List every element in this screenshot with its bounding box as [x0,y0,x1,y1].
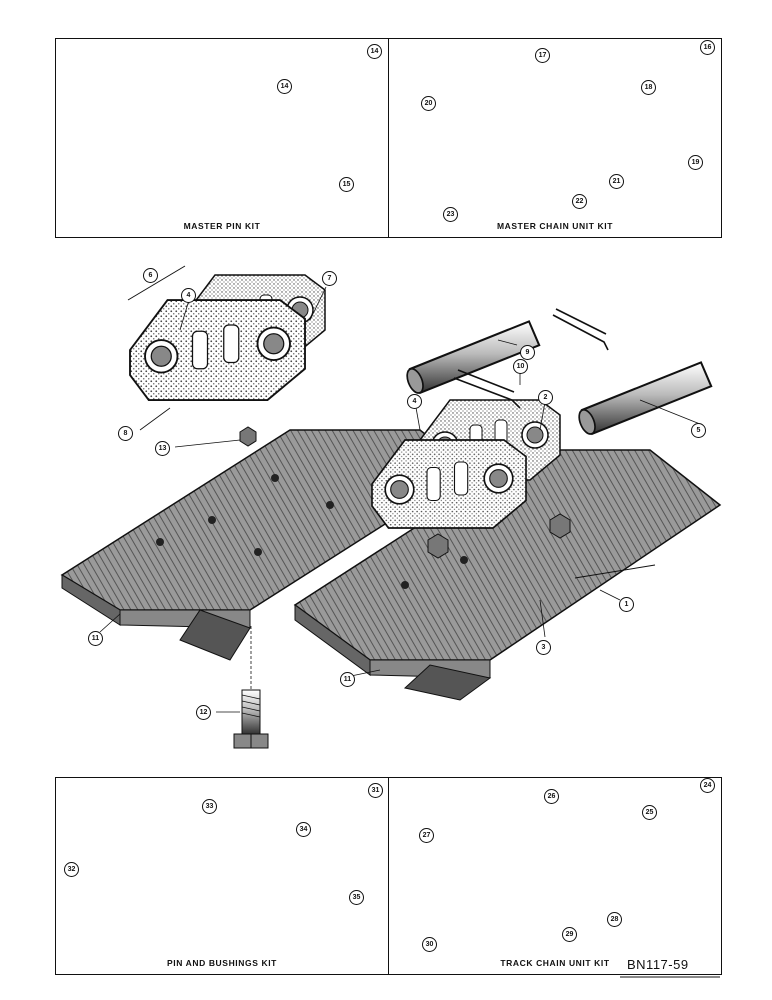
callout-4-lower: 4 [407,394,422,409]
callout-19: 19 [688,155,703,170]
main-assembly-art [60,265,722,749]
callout-4-upper: 4 [181,288,196,303]
callout-9: 9 [520,345,535,360]
callout-20: 20 [421,96,436,111]
callout-2: 2 [538,390,553,405]
callout-35: 35 [349,890,364,905]
callout-master-pin-kit: 14 [367,44,382,59]
pin-bushings-kit-caption: PIN AND BUSHINGS KIT [167,958,277,968]
callout-master-pin-cotter: 15 [339,177,354,192]
callout-34: 34 [296,822,311,837]
callout-track-chain-kit: 24 [700,778,715,793]
callout-33: 33 [202,799,217,814]
callout-3: 3 [536,640,551,655]
drawing-number: BN117-59 [627,957,689,972]
callout-1: 1 [619,597,634,612]
callout-7: 7 [322,271,337,286]
callout-13: 13 [155,441,170,456]
callout-17: 17 [535,48,550,63]
callout-22: 22 [572,194,587,209]
callout-10: 10 [513,359,528,374]
callout-5: 5 [691,423,706,438]
callout-12: 12 [196,705,211,720]
callout-25: 25 [642,805,657,820]
master-pin-kit-panel: MASTER PIN KIT [55,38,389,238]
callout-30: 30 [422,937,437,952]
callout-master-pin: 14 [277,79,292,94]
callout-21: 21 [609,174,624,189]
callout-32: 32 [64,862,79,877]
callout-18: 18 [641,80,656,95]
track-chain-kit-panel: TRACK CHAIN UNIT KIT [388,777,722,975]
callout-8: 8 [118,426,133,441]
callout-11-left: 11 [88,631,103,646]
callout-26: 26 [544,789,559,804]
master-chain-kit-caption: MASTER CHAIN UNIT KIT [496,221,613,231]
master-chain-kit-panel: MASTER CHAIN UNIT KIT [388,38,722,238]
master-pin-kit-caption: MASTER PIN KIT [183,221,261,231]
callout-6: 6 [143,268,158,283]
callout-28: 28 [607,912,622,927]
callout-27: 27 [419,828,434,843]
callout-29: 29 [562,927,577,942]
pin-bushings-kit-panel: PIN AND BUSHINGS KIT [55,777,389,975]
callout-23: 23 [443,207,458,222]
callout-master-chain-kit: 16 [700,40,715,55]
track-chain-kit-caption: TRACK CHAIN UNIT KIT [500,958,610,968]
callout-pin-bushings-kit: 31 [368,783,383,798]
callout-11-right: 11 [340,672,355,687]
